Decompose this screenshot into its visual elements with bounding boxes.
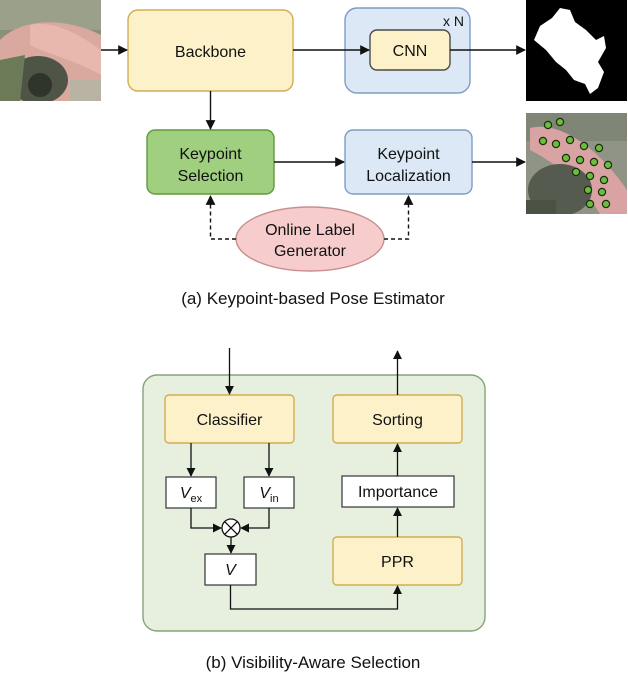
keypoint-selection-label-2: Selection [178, 168, 244, 185]
sorting-label: Sorting [372, 412, 423, 429]
classifier-block [164, 394, 295, 444]
backbone-label: Backbone [175, 44, 246, 61]
v-ex-box [165, 476, 217, 509]
v-ex-label: Vex [180, 485, 203, 505]
cnn-label: CNN [393, 43, 428, 60]
keypoint-photo [526, 113, 627, 214]
segmentation-mask-image [526, 0, 627, 101]
caption-panel-b: (b) Visibility-Aware Selection [206, 653, 421, 672]
dashed-feedback-arrows [205, 195, 414, 240]
keypoint-localization-label-1: Keypoint [377, 146, 440, 163]
label-generator-label-1: Online Label [265, 222, 355, 239]
keypoint-selection-label-1: Keypoint [179, 146, 242, 163]
v-in-label: Vin [259, 485, 278, 505]
importance-box [341, 475, 455, 508]
v-label: V [225, 562, 237, 579]
keypoint-dots [538, 117, 613, 209]
panel-b-arrows [186, 348, 403, 610]
repeat-count-label: x N [443, 13, 464, 29]
label-generator-ellipse [235, 206, 385, 272]
label-generator-label-2: Generator [274, 243, 347, 260]
keypoint-localization-label-2: Localization [366, 168, 451, 185]
caption-panel-a: (a) Keypoint-based Pose Estimator [181, 289, 445, 308]
input-photo [0, 0, 101, 101]
multiply-icon [221, 518, 241, 538]
ppr-label: PPR [381, 554, 414, 571]
classifier-label: Classifier [197, 412, 263, 429]
v-box [204, 553, 257, 586]
panel-a-arrows [101, 45, 526, 167]
importance-label: Importance [358, 484, 438, 501]
